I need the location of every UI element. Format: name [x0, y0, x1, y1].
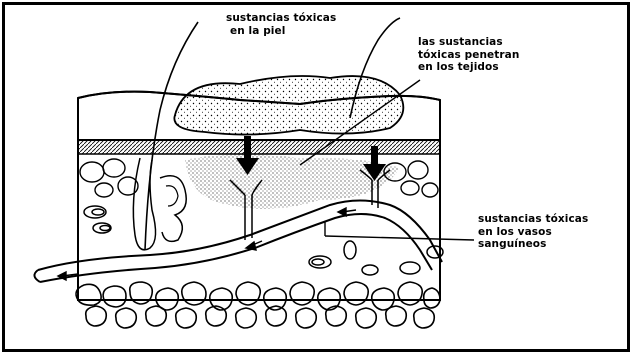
label-skin-line-2: en la piel	[226, 25, 336, 38]
label-skin-toxins: sustancias tóxicas en la piel	[226, 12, 336, 37]
label-tissues-line-3: en los tejidos	[418, 61, 519, 74]
epidermis-band	[78, 140, 440, 154]
label-tissue-penetration: las sustancias tóxicas penetran en los t…	[418, 36, 519, 74]
label-tissues-line-1: las sustancias	[418, 36, 519, 49]
label-vessels-line-3: sanguíneos	[478, 238, 588, 251]
sebaceous-gland	[160, 176, 186, 242]
toxic-substance-blob	[174, 76, 403, 135]
fat-cells	[76, 282, 440, 328]
label-tissues-line-2: tóxicas penetran	[418, 49, 519, 62]
label-skin-line-1: sustancias tóxicas	[226, 12, 336, 25]
blood-vessel	[34, 201, 442, 283]
dermis-ovals	[84, 206, 443, 275]
hair-follicle	[133, 158, 155, 250]
vessel-flow-arrows	[58, 208, 356, 280]
label-vessels-line-2: en los vasos	[478, 226, 588, 239]
label-vessels-line-1: sustancias tóxicas	[478, 213, 588, 226]
label-blood-vessel-toxins: sustancias tóxicas en los vasos sanguíne…	[478, 213, 588, 251]
